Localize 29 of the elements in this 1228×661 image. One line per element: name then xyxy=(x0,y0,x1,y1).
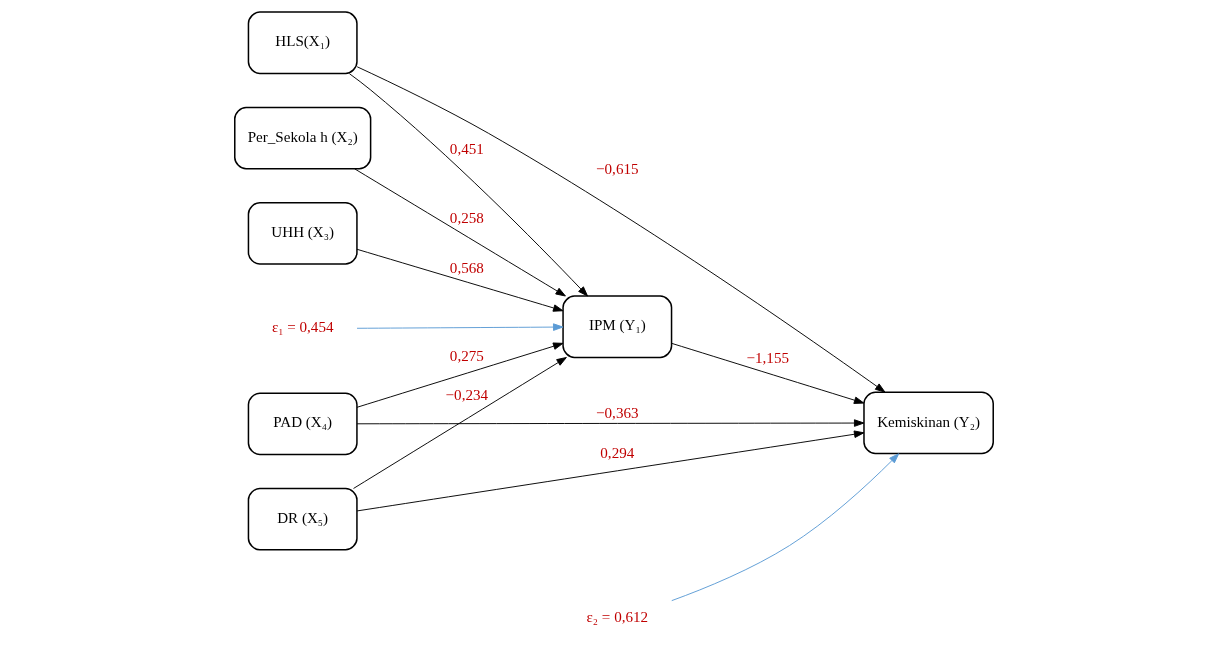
arrow xyxy=(356,342,564,408)
edge-label: 0,568 xyxy=(449,259,484,276)
edge-label: −0,363 xyxy=(596,405,639,422)
arrow xyxy=(356,248,564,312)
arrow xyxy=(671,342,865,404)
arrow xyxy=(348,73,588,297)
node-box: PAD (X₄) xyxy=(247,392,358,456)
edge-label: 0,451 xyxy=(449,140,484,157)
node-box: IPM (Y₁) xyxy=(562,295,673,359)
arrow xyxy=(671,453,900,602)
node-text: ε₂ = 0,612 xyxy=(586,608,649,625)
edge-label: −0,615 xyxy=(596,160,639,177)
node-box: HLS(X₁) xyxy=(247,11,358,75)
edge-label: 0,294 xyxy=(600,444,635,461)
arrow xyxy=(356,430,865,512)
arrow xyxy=(356,419,865,427)
arrow xyxy=(354,168,566,297)
node-box: UHH (X₃) xyxy=(247,201,358,265)
edge-label: 0,258 xyxy=(449,209,484,226)
arrow xyxy=(356,323,564,331)
node-box: Per_Sekola h (X₂) xyxy=(234,106,372,170)
node-text: ε₁ = 0,454 xyxy=(271,319,334,336)
edge-label: −0,234 xyxy=(445,387,489,404)
node-box: Kemiskinan (Y₂) xyxy=(863,391,994,455)
edge-label: 0,275 xyxy=(449,348,484,365)
arrow xyxy=(356,66,886,393)
edge-label: −1,155 xyxy=(746,350,789,367)
arrow xyxy=(353,357,567,489)
node-box: DR (X₅) xyxy=(247,487,358,551)
